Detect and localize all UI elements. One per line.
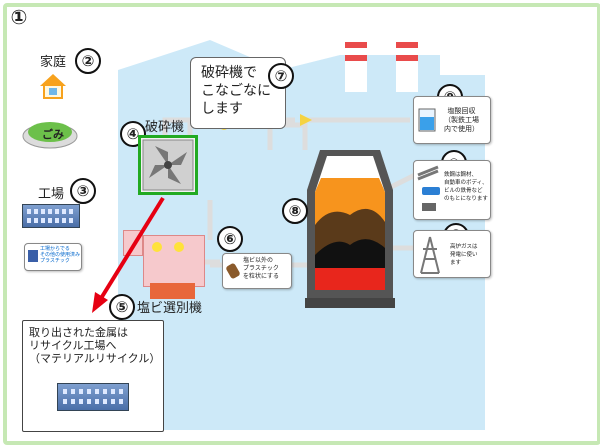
steel-text: 鉄鋼は鋼材、 自動車のボディ、 ビルの鉄骨など のもとになります xyxy=(444,172,488,202)
step-number-7: ⑦ xyxy=(268,63,294,89)
chimney-1 xyxy=(345,42,367,92)
pellet-card: 塩ビ以外の プラスチック を粒状にする xyxy=(222,253,292,289)
gas-power-card: 高炉ガスは 発電に使い ます xyxy=(413,230,491,278)
hcl-recovery-card: 塩酸回収 （製鉄工場 内で使用） xyxy=(413,96,491,144)
power-tower-icon xyxy=(420,236,440,274)
sorter-lamp-right xyxy=(174,242,184,252)
gas-power-text: 高炉ガスは 発電に使い ます xyxy=(450,244,478,266)
step-number-5: ⑤ xyxy=(109,294,135,320)
home-label: 家庭 xyxy=(40,55,67,70)
hcl-recovery-text: 塩酸回収 （製鉄工場 内で使用） xyxy=(444,107,479,133)
pvc-sorter-base xyxy=(150,283,195,299)
crusher-note-bubble: 破砕機で こなごなに します xyxy=(190,57,286,129)
blast-furnace xyxy=(305,150,395,308)
factory-plastic-text: 工場からでる その他の使用済み プラスチック xyxy=(40,246,81,264)
pvc-sorter-label: 塩ビ選別機 xyxy=(137,301,203,316)
step-number-1: ① xyxy=(10,5,28,29)
metal-recycle-bubble: 取り出された金属は リサイクル工場へ （マテリアルリサイクル） xyxy=(22,320,164,432)
crusher-blade-icon xyxy=(142,139,194,191)
trash-bag-icon xyxy=(22,122,78,149)
factory-plastic-icon xyxy=(28,250,38,262)
sorter-lamp-left xyxy=(152,242,162,252)
pellet-icon xyxy=(225,262,241,280)
pipe-joint-arrow xyxy=(300,114,312,126)
steel-products-icon xyxy=(417,165,440,211)
step-number-8: ⑧ xyxy=(282,198,308,224)
factory-label: 工場 xyxy=(38,187,65,202)
step-number-2: ② xyxy=(75,48,101,74)
pellet-text: 塩ビ以外の プラスチック を粒状にする xyxy=(243,257,280,280)
chimney-2 xyxy=(396,42,418,92)
hcl-beaker-icon xyxy=(418,108,436,132)
trash-bag-label: ごみ xyxy=(42,128,64,141)
crusher-machine xyxy=(138,135,198,195)
house-icon xyxy=(40,74,66,99)
step-number-6: ⑥ xyxy=(217,226,243,252)
factory-building-icon xyxy=(22,204,80,228)
steel-card: 鉄鋼は鋼材、 自動車のボディ、 ビルの鉄骨など のもとになります xyxy=(413,160,491,220)
pvc-sorter-machine xyxy=(143,235,205,287)
crusher-note-text: 破砕機で こなごなに します xyxy=(201,65,271,117)
factory-plastic-card: 工場からでる その他の使用済み プラスチック xyxy=(24,243,82,271)
furnace-coke-layer xyxy=(315,239,385,268)
recycle-factory-icon xyxy=(57,383,129,411)
crusher-label: 破砕機 xyxy=(145,120,185,135)
metal-recycle-text: 取り出された金属は リサイクル工場へ （マテリアルリサイクル） xyxy=(29,326,161,365)
furnace-molten-layer xyxy=(315,268,385,290)
step-number-3: ③ xyxy=(70,178,96,204)
